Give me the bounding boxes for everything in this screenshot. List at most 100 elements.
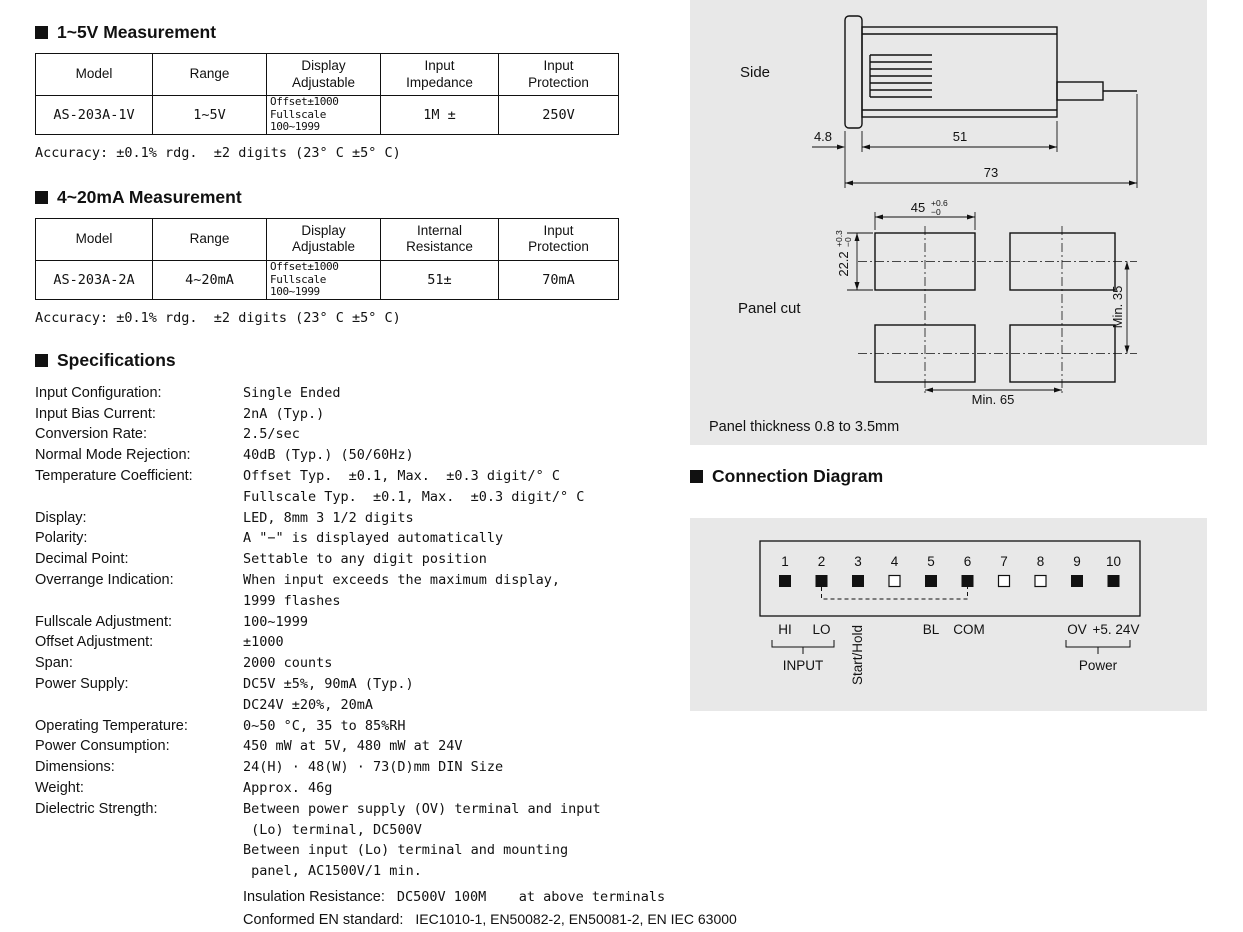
dimension-22-2-tol-plus: +0.3 (834, 230, 844, 247)
terminal-label-com: COM (953, 622, 985, 637)
terminal-number: 5 (927, 554, 935, 569)
terminal-number: 1 (781, 554, 789, 569)
spec-value: DC5V ±5%, 90mA (Typ.) DC24V ±20%, 20mA (243, 676, 414, 713)
spec-label: Dimensions: (35, 759, 115, 776)
spec-value: LED, 8mm 3 1/2 digits (243, 509, 414, 526)
terminal-label-524v: +5. 24V (1093, 622, 1140, 637)
spec-value: 24(H) · 48(W) · 73(D)mm DIN Size (243, 759, 504, 776)
spec-extra-row: Insulation Resistance: DC500V 100M at abo… (243, 886, 825, 909)
terminal-square-filled (925, 575, 937, 587)
spec-label: Operating Temperature: (35, 717, 188, 734)
column-header: Display Adjustable (266, 53, 381, 96)
spec-label: Conversion Rate: (35, 426, 148, 443)
table-cell: 4~20mA (152, 259, 267, 300)
spec-row: Span: 2000 counts (35, 653, 825, 674)
spec-row: Overrange Indication:When input exceeds … (35, 570, 825, 612)
side-view-drawing (844, 15, 1137, 129)
specifications-extra: Insulation Resistance: DC500V 100M at abo… (243, 886, 825, 932)
terminal-strip (759, 540, 1141, 617)
column-header: Model (35, 53, 153, 96)
spec-row: Input Configuration: Single Ended (35, 383, 825, 404)
spec-label: Normal Mode Rejection: (35, 447, 191, 464)
terminal-square-open (888, 574, 901, 588)
table-cell: 250V (498, 95, 619, 135)
terminal-number: 3 (854, 554, 862, 569)
panel-cut-centerlines (858, 226, 1137, 396)
spec-row: Offset Adjustment:±1000 (35, 632, 825, 653)
spec-row: Conversion Rate: 2.5/sec (35, 424, 825, 445)
accuracy-note-1v: Accuracy: ±0.1% rdg. ±2 digits (23° C ±5… (35, 144, 401, 161)
spec-value: Single Ended (243, 384, 341, 401)
spec-value: 2000 counts (243, 655, 333, 672)
spec-row: Operating Temperature:0~50 °C, 35 to 85%… (35, 716, 825, 737)
square-bullet-icon (35, 353, 48, 367)
terminal-number: 4 (891, 554, 899, 569)
terminal-number: 10 (1106, 554, 1121, 569)
square-bullet-icon (35, 26, 48, 39)
terminal-number: 9 (1073, 554, 1081, 569)
dimension-22-2-tol-minus: −0 (843, 237, 853, 247)
side-view-dimensions (812, 94, 1138, 188)
spec-value: Approx. 46g (243, 779, 333, 796)
section-title: 1~5V Measurement (57, 22, 217, 42)
column-header: Input Protection (498, 217, 619, 261)
terminal-square-filled (1107, 575, 1120, 587)
spec-row: Fullscale Adjustment: 100~1999 (35, 612, 825, 633)
spec-value: When input exceeds the maximum display, … (243, 572, 560, 609)
spec-row: Power Consumption:450 mW at 5V, 480 mW a… (35, 736, 825, 757)
spec-row: Dimensions: 24(H) · 48(W) · 73(D)mm DIN S… (35, 757, 825, 778)
spec-row: Temperature Coefficient:Offset Typ. ±0.1… (35, 466, 825, 508)
spec-value: DC500V 100M at above terminals (396, 888, 666, 905)
spec-row: Input Bias Current:2nA (Typ.) (35, 404, 825, 425)
terminal-square-filled (815, 575, 828, 587)
spec-label: Span: (35, 655, 73, 672)
spec-label: Fullscale Adjustment: (35, 613, 173, 630)
spec-row: Normal Mode Rejection: 40dB (Typ.) (50/60… (35, 445, 825, 466)
terminal-square-filled (779, 575, 791, 587)
terminal-label-ov: OV (1067, 622, 1087, 637)
terminal-square-open (997, 574, 1011, 588)
right-column: Side (690, 0, 1207, 711)
spec-row: Polarity:A "−" is displayed automaticall… (35, 528, 825, 549)
dimension-73: 73 (984, 165, 998, 180)
spec-row: Display: LED, 8mm 3 1/2 digits (35, 508, 825, 529)
square-bullet-icon (35, 190, 48, 204)
side-view-label: Side (740, 64, 770, 81)
spec-value: Settable to any digit position (243, 551, 487, 568)
spec-label: Insulation Resistance: (243, 888, 385, 905)
mechanical-drawing-panel: Side (690, 0, 1207, 445)
dimension-min-65: Min. 65 (972, 392, 1015, 407)
terminal-square-open (1034, 574, 1047, 588)
column-header: Input Protection (498, 53, 619, 96)
power-bracket (1065, 640, 1131, 654)
spec-value: 2.5/sec (243, 426, 300, 443)
terminal-square-filled (1071, 575, 1083, 587)
section-title: Specifications (57, 349, 176, 370)
column-header: Display Adjustable (266, 217, 381, 261)
spec-label: Conformed EN standard: (243, 911, 404, 928)
terminal-square-filled (852, 575, 864, 587)
spec-row: Dielectric Strength:Between power supply… (35, 799, 825, 882)
spec-value: 100~1999 (243, 613, 309, 630)
dimension-45: 45 (911, 200, 925, 215)
spec-label: Power Consumption: (35, 738, 170, 755)
dimension-45-tol-minus: −0 (931, 207, 941, 217)
spec-value: 40dB (Typ.) (50/60Hz) (243, 447, 414, 464)
terminal-number: 8 (1037, 554, 1045, 569)
section-heading-connection-diagram: Connection Diagram (690, 466, 1207, 487)
column-header: Model (35, 217, 153, 261)
dimension-4-8: 4.8 (814, 129, 832, 144)
terminal-label-bl: BL (923, 622, 940, 637)
table-cell: 1M ± (380, 95, 499, 135)
spec-row: Weight:Approx. 46g (35, 778, 825, 799)
section-title: 4~20mA Measurement (57, 186, 242, 207)
spec-label: Display: (35, 509, 87, 526)
spec-label: Input Configuration: (35, 384, 162, 401)
